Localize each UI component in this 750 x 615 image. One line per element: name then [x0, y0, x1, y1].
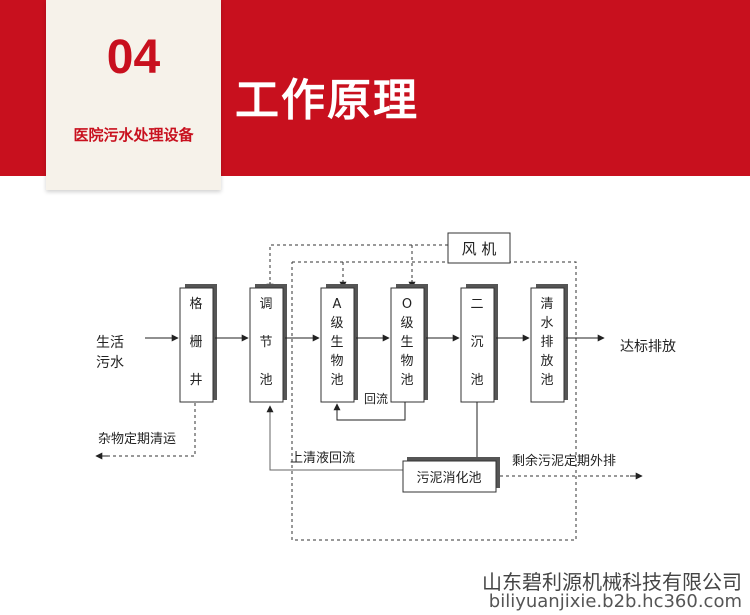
box-char: O	[402, 297, 412, 312]
backflow-label: 回流	[364, 392, 388, 406]
input-label-line2: 污水	[96, 355, 124, 371]
section-tag: 04 医院污水处理设备	[46, 0, 221, 190]
box-char: 生	[330, 335, 343, 350]
box-char: 格	[189, 296, 202, 312]
box-char: 栅	[189, 335, 202, 350]
sludge-digestion-box	[402, 457, 500, 493]
box-char: 池	[540, 373, 553, 388]
box-o-bio-tank	[390, 284, 428, 403]
section-subtitle: 医院污水处理设备	[73, 126, 194, 144]
fan-label: 风 机	[462, 240, 497, 258]
box-char: 池	[400, 373, 413, 388]
input-label-line1: 生活	[96, 335, 124, 351]
supernatant-label: 上清液回流	[290, 451, 355, 466]
box-char: 池	[259, 373, 272, 388]
sludge-box-label: 污泥消化池	[416, 471, 481, 486]
main-flow-arrows	[145, 334, 605, 462]
box-clear-water-discharge	[530, 284, 568, 403]
watermark-company: 山东碧利源机械科技有限公司	[482, 570, 742, 594]
box-char: 沉	[470, 335, 483, 350]
box-grate-well	[179, 284, 217, 403]
output-label: 达标排放	[620, 339, 676, 355]
box-char: 级	[400, 316, 413, 331]
box-char: 井	[189, 373, 202, 388]
debris-label: 杂物定期清运	[98, 432, 176, 447]
box-char: A	[333, 297, 342, 312]
box-char: 调	[259, 297, 272, 312]
box-char: 水	[540, 316, 553, 331]
watermark-url: biliyuanjixie.b2b.hc360.com	[488, 591, 742, 612]
box-char: 清	[540, 297, 553, 312]
box-char: 二	[470, 297, 483, 312]
fan-box	[447, 232, 511, 264]
box-char: 级	[330, 316, 343, 331]
box-regulating-tank	[249, 284, 287, 403]
box-a-bio-tank	[320, 284, 358, 403]
box-char: 生	[400, 335, 413, 350]
box-char: 节	[259, 335, 272, 350]
supernatant-return	[266, 405, 403, 471]
box-char: 池	[470, 373, 483, 388]
box-char: 放	[540, 354, 553, 369]
box-secondary-settling	[460, 284, 498, 403]
section-number: 04	[106, 31, 161, 84]
box-char: 池	[330, 373, 343, 388]
box-char: 排	[540, 335, 553, 350]
page-title: 工作原理	[235, 75, 419, 126]
sludge-out-label: 剩余污泥定期外排	[512, 453, 616, 469]
box-char: 物	[330, 354, 343, 369]
box-char: 物	[400, 354, 413, 369]
